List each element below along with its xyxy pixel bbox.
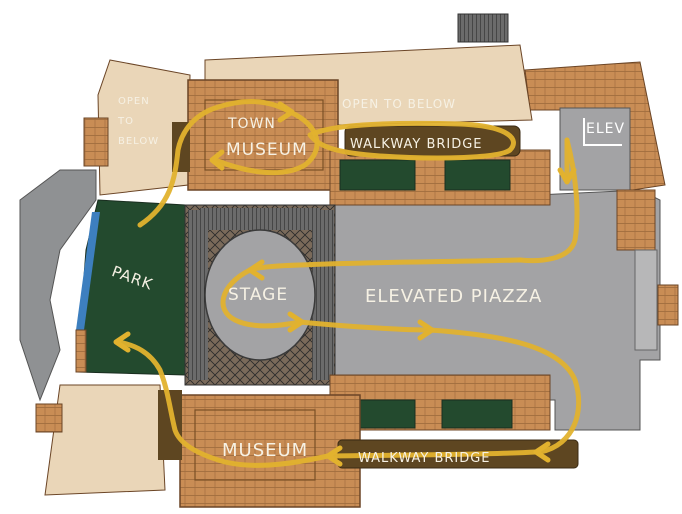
museum-building: [179, 394, 361, 508]
amphitheater-steps-left: [188, 210, 208, 380]
stage-floor: [204, 229, 316, 361]
north-stair: [457, 13, 509, 43]
park-water-edge: [76, 212, 100, 330]
open-to-below-left: [97, 59, 191, 196]
elev-bracket: [583, 118, 622, 146]
cream-lower-left: [44, 384, 166, 496]
elevated-piazza-label: ELEVATED PIAZZA: [365, 286, 542, 307]
town-museum-label-line-2: MUSEUM: [226, 140, 308, 160]
west-block-top: [83, 117, 109, 167]
stage-label: STAGE: [228, 285, 288, 305]
walkway-bridge-bottom-label: WALKWAY BRIDGE: [358, 451, 491, 466]
amphitheater-steps-top: [200, 208, 320, 230]
town-museum-label-line-1: TOWN: [227, 116, 276, 132]
west-block-bottom: [35, 403, 63, 433]
outer-ground: [19, 169, 97, 402]
open-to-below-left-line-3: BELOW: [118, 136, 159, 147]
top-green-bay-2: [444, 159, 511, 191]
east-stair: [616, 189, 656, 251]
park-west-wall: [75, 329, 87, 373]
bottom-green-bay-2: [441, 399, 513, 429]
east-block: [657, 284, 679, 326]
open-to-below-left-line-1: OPEN: [118, 96, 150, 107]
open-to-below-left-line-2: TO: [117, 116, 134, 127]
circulation-route: [113, 99, 582, 468]
amphitheater-steps-right: [312, 210, 334, 380]
museum-label: MUSEUM: [222, 440, 308, 461]
top-green-bay-1: [339, 159, 416, 191]
east-pier: [634, 249, 658, 351]
open-to-below-top-label: OPEN TO BELOW: [342, 97, 456, 111]
walkway-bridge-top-label: WALKWAY BRIDGE: [350, 137, 483, 152]
labels: OPEN TO BELOW OPEN TO BELOW TOWN MUSEUM …: [109, 96, 625, 466]
museum-frame: [194, 409, 316, 481]
elev-label: ELEV: [586, 121, 625, 137]
